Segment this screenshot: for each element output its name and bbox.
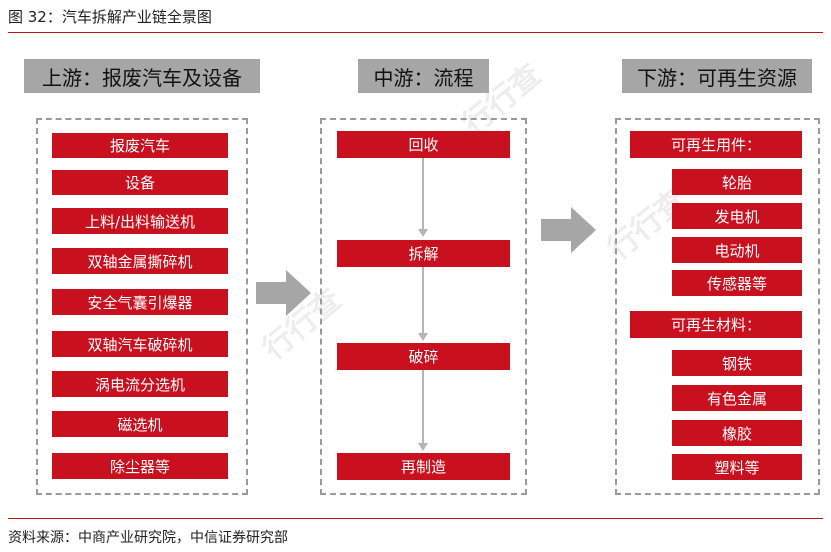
midstream-frame [320,118,527,495]
midstream-header: 中游：流程 [358,59,489,93]
midstream-step: 破碎 [337,343,510,370]
downstream-item: 发电机 [672,203,802,229]
down-arrow-icon [418,333,428,341]
renewable-parts-label: 可再生用件： [630,131,802,158]
figure-title: 图 32：汽车拆解产业链全景图 [8,8,212,26]
downstream-frame [615,118,820,495]
downstream-item: 钢铁 [672,350,802,376]
source-note: 资料来源：中商产业研究院，中信证券研究部 [8,530,288,546]
downstream-item: 电动机 [672,237,802,263]
upstream-item: 设备 [52,170,228,195]
upstream-item: 双轴汽车破碎机 [52,331,228,357]
downstream-item: 橡胶 [672,420,802,446]
midstream-step: 拆解 [337,240,510,267]
downstream-header: 下游：可再生资源 [622,59,812,93]
top-rule [8,32,823,33]
upstream-item: 涡电流分选机 [52,371,228,397]
flow-line [422,158,424,229]
upstream-item: 除尘器等 [52,453,228,479]
downstream-item: 塑料等 [672,454,802,480]
upstream-item: 安全气囊引爆器 [52,289,228,315]
upstream-header: 上游：报废汽车及设备 [24,59,260,93]
downstream-item: 传感器等 [672,270,802,296]
upstream-item: 磁选机 [52,411,228,437]
upstream-frame [36,118,248,495]
bottom-rule [8,518,823,519]
midstream-step: 回收 [337,131,510,158]
down-arrow-icon [418,443,428,451]
renewable-materials-label: 可再生材料： [630,311,802,338]
flow-arrow-right-icon [256,270,311,316]
midstream-step: 再制造 [337,453,510,480]
flow-arrow-right-icon [541,207,596,253]
flow-line [422,370,424,443]
down-arrow-icon [418,229,428,237]
upstream-item: 报废汽车 [52,133,228,158]
downstream-item: 有色金属 [672,385,802,411]
downstream-item: 轮胎 [672,169,802,195]
upstream-item: 上料/出料输送机 [52,208,228,234]
upstream-item: 双轴金属撕碎机 [52,248,228,274]
flow-line [422,267,424,333]
